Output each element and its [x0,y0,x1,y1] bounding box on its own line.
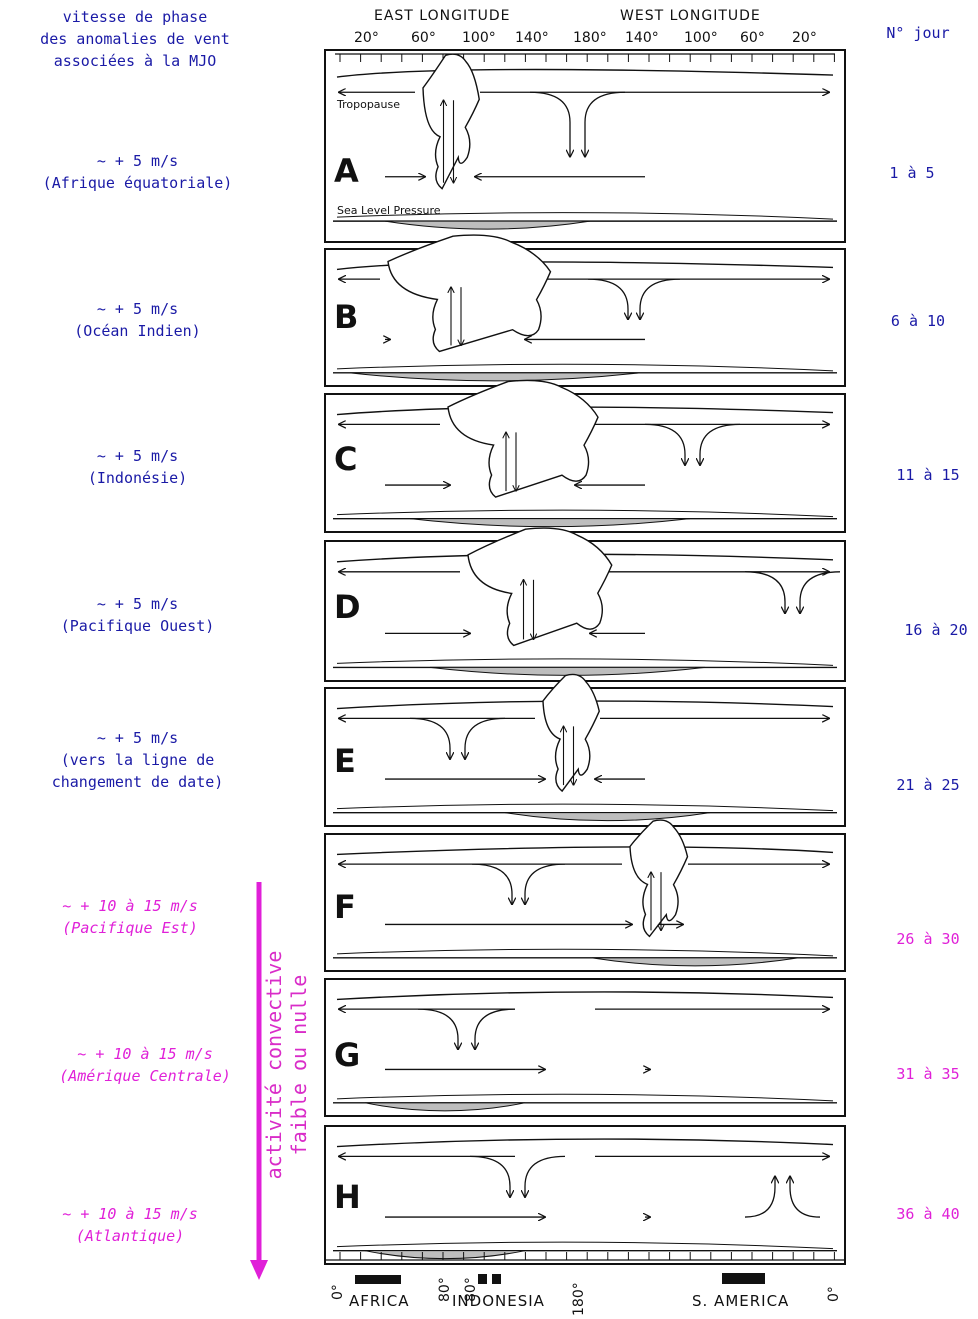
subsidence-arrow [640,279,680,319]
convective-cloud [388,235,551,351]
subsidence-arrow [700,424,740,465]
panel-c [325,380,845,532]
ascent-arrow [745,1176,775,1217]
convective-cloud [630,820,688,936]
slp-anomaly [592,958,798,966]
top-axis [335,54,835,62]
slp-curve [337,510,833,517]
panel-letter-e: E [334,742,357,780]
tropopause-line [337,70,833,78]
convective-cloud [468,528,612,645]
subsidence-arrow [525,1156,565,1197]
south-america-bar [722,1273,765,1284]
slp-curve [337,364,833,371]
tropopause-line [337,847,833,855]
bottom-deg-label: 0° [826,1286,842,1302]
subsidence-arrow [530,92,570,156]
tropopause-label: Tropopause [337,98,400,111]
slp-anomaly [365,1103,525,1111]
subsidence-arrow [745,572,785,614]
panel-letter-h: H [334,1178,362,1216]
slp-anomaly [505,813,710,821]
panel-letter-a: A [334,152,360,190]
tropopause-line [337,1139,833,1147]
panel-letter-c: C [334,440,358,478]
slp-anomaly [350,373,640,381]
subsidence-arrow [472,864,512,904]
slp-label: Sea Level Pressure [337,204,441,217]
bottom-deg-label: 80° [437,1277,453,1302]
slp-curve [337,949,833,956]
subsidence-arrow [470,1156,510,1197]
panel-frame [325,979,845,1116]
subsidence-arrow [418,1009,458,1049]
panel-f [325,820,845,971]
indonesia-label: INDONESIA [452,1292,545,1310]
slp-curve [337,804,833,811]
subsidence-arrow [588,279,628,319]
panel-letter-f: F [334,888,357,926]
slp-anomaly [410,519,690,527]
slp-anomaly [385,221,590,229]
convective-cloud [423,54,479,189]
africa-label: AFRICA [349,1292,409,1310]
africa-bar [355,1275,401,1284]
slp-curve [337,1094,833,1101]
slp-curve [337,1242,833,1249]
panel-letter-d: D [334,588,362,626]
panel-e [325,674,845,826]
bottom-deg-label: 180° [571,1282,587,1316]
convective-cloud [543,674,599,791]
tropopause-line [337,992,833,1000]
subsidence-arrow [525,864,565,904]
slp-anomaly [365,1251,525,1259]
subsidence-arrow [410,718,450,759]
panel-letter-g: G [334,1036,361,1074]
subsidence-arrow [645,424,685,465]
panel-h [325,1126,845,1264]
panel-g [325,979,845,1116]
indonesia-bar-2 [492,1274,501,1284]
panel-b [325,235,845,386]
panel-frame [325,834,845,971]
panel-d [325,528,845,681]
bottom-deg-label: 0° [330,1284,346,1300]
slp-curve [337,659,833,666]
subsidence-arrow [465,718,505,759]
panel-frame [325,1126,845,1264]
ascent-arrow [790,1176,820,1217]
subsidence-arrow [800,572,840,614]
slp-anomaly [430,667,705,675]
indonesia-bar-1 [478,1274,487,1284]
subsidence-arrow [585,92,625,156]
subsidence-arrow [475,1009,515,1049]
south-america-label: S. AMERICA [692,1292,789,1310]
convective-cloud [448,380,598,497]
panel-letter-b: B [334,298,359,336]
